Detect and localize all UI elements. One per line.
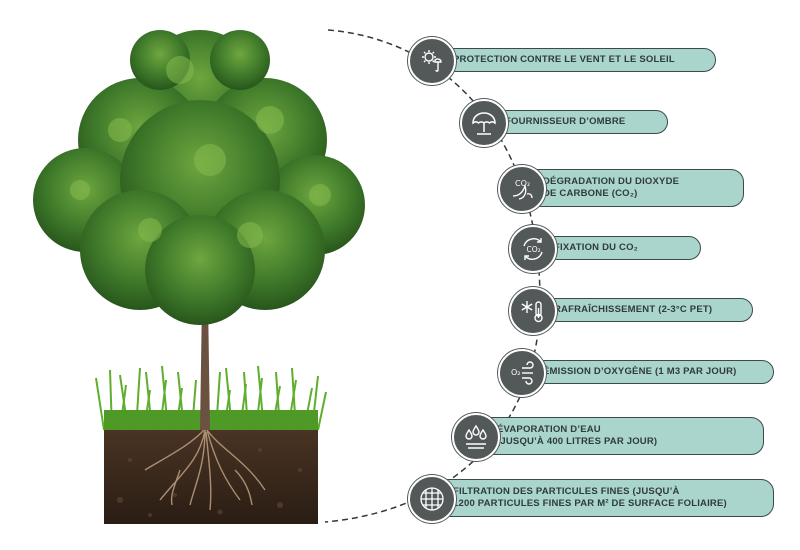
benefit-label: ÉMISSION D’OXYGÈNE (1 M3 PAR JOUR)	[543, 366, 737, 377]
sun-cloud-umbrella-icon	[408, 37, 456, 85]
snowflake-thermometer-icon	[509, 287, 557, 335]
benefit-label: RAFRAÎCHISSEMENT (2-3°C PET)	[554, 304, 713, 315]
icon-text: O₂	[511, 368, 521, 377]
filter-grid-icon	[408, 475, 456, 523]
benefit-pill: FILTRATION DES PARTICULES FINES (JUSQU’À…	[430, 479, 774, 517]
benefit-label-line2: DE CARBONE (CO₂)	[543, 188, 638, 199]
benefit-label-line2: (JUSQU’À 400 LITRES PAR JOUR)	[497, 436, 658, 447]
benefit-label: FOURNISSEUR D’OMBRE	[505, 116, 626, 127]
icon-text: CO₂	[515, 179, 530, 188]
benefit-pill: ÉMISSION D’OXYGÈNE (1 M3 PAR JOUR)	[520, 360, 774, 384]
o2-wind-icon: O₂	[498, 349, 546, 397]
umbrella-icon	[460, 99, 508, 147]
benefit-label: PROTECTION CONTRE LE VENT ET LE SOLEIL	[453, 54, 675, 65]
benefit-pill: ÉVAPORATION D’EAU (JUSQU’À 400 LITRES PA…	[474, 417, 764, 455]
benefit-pill: RAFRAÎCHISSEMENT (2-3°C PET)	[531, 298, 753, 322]
water-drops-icon	[452, 413, 500, 461]
grass-base	[104, 410, 318, 430]
tree-illustration	[33, 30, 365, 524]
soil-texture	[117, 448, 302, 517]
co2-leaf-icon: CO₂	[498, 165, 546, 213]
icon-text: CO₂	[527, 245, 541, 254]
benefit-label-line2: 1200 PARTICULES FINES PAR M² DE SURFACE …	[453, 498, 727, 509]
benefit-pill: PROTECTION CONTRE LE VENT ET LE SOLEIL	[430, 48, 716, 72]
benefit-label-line1: DÉGRADATION DU DIOXYDE	[543, 176, 680, 187]
benefit-label: FIXATION DU CO₂	[554, 242, 639, 253]
canopy-highlights	[70, 56, 331, 248]
benefit-label-line1: ÉVAPORATION D’EAU	[497, 424, 601, 435]
benefit-label-line1: FILTRATION DES PARTICULES FINES (JUSQU’À	[453, 486, 680, 497]
benefit-pill: DÉGRADATION DU DIOXYDE DE CARBONE (CO₂)	[520, 169, 744, 207]
roots	[144, 429, 266, 511]
co2-cycle-icon: CO₂	[509, 225, 557, 273]
benefit-pill: FOURNISSEUR D’OMBRE	[482, 110, 668, 134]
benefit-pill: FIXATION DU CO₂	[531, 236, 701, 260]
trunk	[200, 300, 210, 430]
